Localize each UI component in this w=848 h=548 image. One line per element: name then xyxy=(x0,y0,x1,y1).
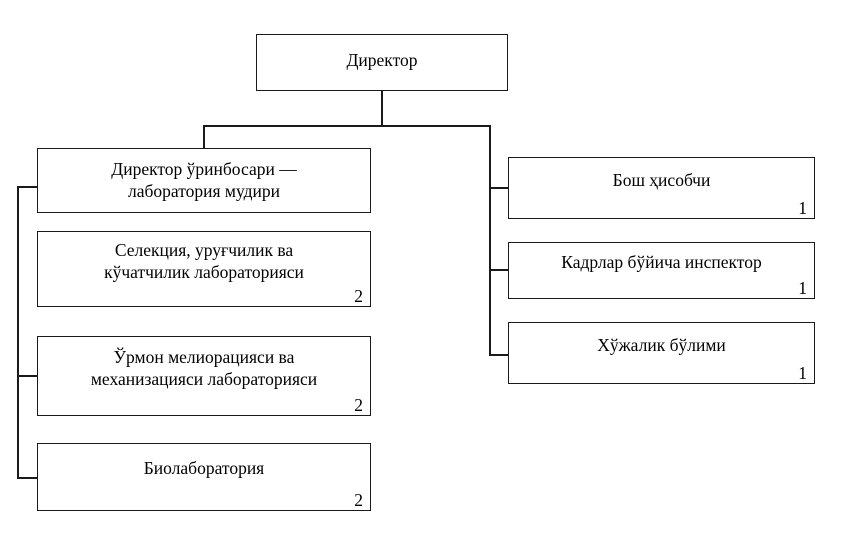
node-hr-inspector-label: Кадрлар бўйича инспектор xyxy=(561,252,762,272)
connector-left-spine xyxy=(17,186,19,477)
node-economic-department[interactable]: Хўжалик бўлими 1 xyxy=(508,322,815,384)
node-chief-accountant[interactable]: Бош ҳисобчи 1 xyxy=(508,157,815,219)
node-deputy-director-label: Директор ўринбосари — лаборатория мудири xyxy=(111,159,297,202)
node-biolab[interactable]: Биолаборатория 2 xyxy=(37,443,371,511)
connector-stub-right-1 xyxy=(489,187,509,189)
node-selection-lab-count: 2 xyxy=(354,285,363,306)
connector-stub-right-2 xyxy=(489,269,509,271)
node-forest-melioration-lab-label: Ўрмон мелиорацияси ва механизацияси лабо… xyxy=(90,347,318,390)
connector-stub-left-1 xyxy=(17,186,38,188)
node-hr-inspector[interactable]: Кадрлар бўйича инспектор 1 xyxy=(508,242,815,299)
node-hr-inspector-count: 1 xyxy=(798,277,807,298)
node-economic-department-count: 1 xyxy=(798,362,807,383)
node-chief-accountant-count: 1 xyxy=(798,197,807,218)
node-director[interactable]: Директор xyxy=(256,34,508,91)
node-biolab-label: Биолаборатория xyxy=(143,458,265,478)
connector-stub-right-3 xyxy=(489,354,509,356)
node-biolab-count: 2 xyxy=(354,489,363,510)
connector-right-spine xyxy=(489,125,491,355)
node-forest-melioration-lab-count: 2 xyxy=(354,394,363,415)
node-selection-lab[interactable]: Селекция, уруғчилик ва кўчатчилик лабора… xyxy=(37,231,371,307)
node-chief-accountant-label: Бош ҳисобчи xyxy=(612,170,711,190)
node-forest-melioration-lab[interactable]: Ўрмон мелиорацияси ва механизацияси лабо… xyxy=(37,336,371,416)
connector-left-drop xyxy=(203,125,205,148)
node-deputy-director[interactable]: Директор ўринбосари — лаборатория мудири xyxy=(37,148,371,213)
node-director-label: Директор xyxy=(346,50,418,70)
connector-stub-left-3 xyxy=(17,375,38,377)
connector-director-stem xyxy=(381,91,383,126)
connector-main-bus xyxy=(203,125,491,127)
connector-stub-left-4 xyxy=(17,477,38,479)
node-selection-lab-label: Селекция, уруғчилик ва кўчатчилик лабора… xyxy=(104,240,304,283)
node-economic-department-label: Хўжалик бўлими xyxy=(597,335,726,355)
